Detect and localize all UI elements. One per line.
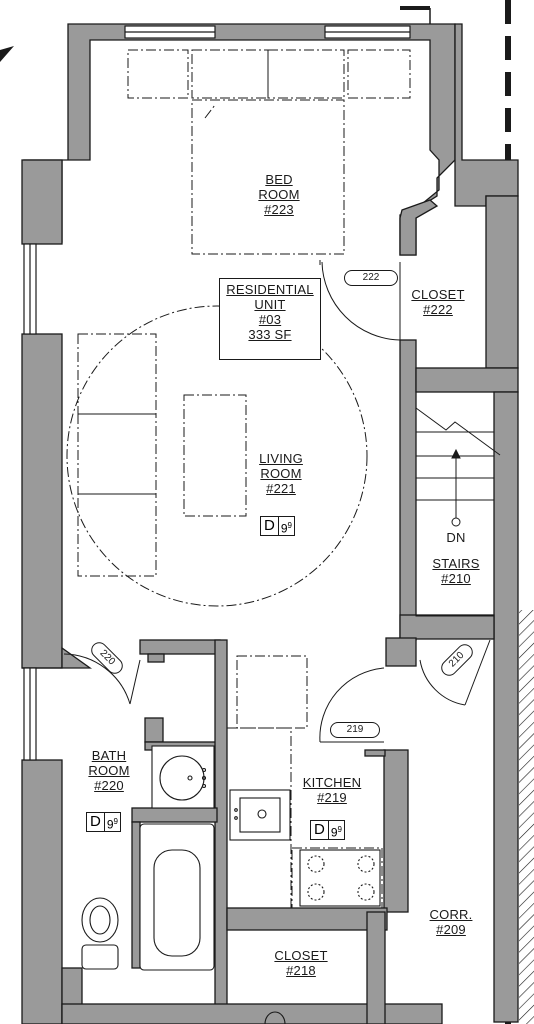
living-name-2: ROOM (260, 466, 302, 481)
label-bath: BATH ROOM #220 (88, 748, 129, 793)
unit-number: #03 (258, 312, 282, 327)
label-stair-direction: DN (446, 530, 465, 545)
finish-tag-living: D 99 (260, 516, 295, 536)
closet-222-number: #222 (423, 302, 453, 317)
furniture (66, 49, 411, 909)
stairs-drawing (415, 391, 501, 617)
finish-code-living: 99 (280, 521, 292, 536)
north-arrow-fragment (0, 46, 14, 62)
bath-number: #220 (94, 778, 124, 793)
closet-218-number: #218 (286, 963, 316, 978)
bedroom-name-2: ROOM (258, 187, 300, 202)
bath-name-2: ROOM (88, 763, 130, 778)
living-number: #221 (266, 481, 296, 496)
label-bedroom: BED ROOM #223 (258, 172, 299, 217)
corridor-name: CORR. (429, 907, 473, 922)
label-kitchen: KITCHEN #219 (303, 775, 361, 805)
door-tag-222: 222 (344, 270, 398, 286)
bath-fixtures (81, 745, 215, 971)
kitchen-name: KITCHEN (302, 775, 362, 790)
closet-222-name: CLOSET (411, 287, 465, 302)
kitchen-fixtures (229, 789, 381, 1024)
finish-code-bath: 99 (106, 817, 118, 832)
label-corridor: CORR. #209 (430, 907, 473, 937)
closet-218-name: CLOSET (274, 948, 328, 963)
label-living: LIVING ROOM #221 (259, 451, 303, 496)
label-unit: RESIDENTIAL UNIT #03 333 SF (226, 282, 313, 342)
finish-code-kitchen: 99 (330, 825, 342, 840)
unit-line-1: RESIDENTIAL (226, 282, 314, 297)
finish-tag-kitchen: D 99 (310, 820, 345, 840)
bedroom-number: #223 (264, 202, 294, 217)
label-closet-218: CLOSET #218 (274, 948, 327, 978)
label-stairs: STAIRS #210 (432, 556, 479, 586)
unit-box: RESIDENTIAL UNIT #03 333 SF (219, 278, 321, 360)
unit-line-2: UNIT (254, 297, 286, 312)
kitchen-number: #219 (317, 790, 347, 805)
stairs-name: STAIRS (432, 556, 480, 571)
finish-letter-bath: D (87, 813, 105, 831)
corridor-number: #209 (436, 922, 466, 937)
stairs-number: #210 (441, 571, 471, 586)
exterior-hatch (519, 610, 534, 1024)
door-tag-219: 219 (330, 722, 380, 738)
walls (21, 23, 519, 1024)
living-name-1: LIVING (259, 451, 303, 466)
left-windows (23, 243, 37, 761)
finish-tag-bath: D 99 (86, 812, 121, 832)
bedroom-name-1: BED (265, 172, 293, 187)
stair-direction-text: DN (446, 530, 466, 545)
label-closet-222: CLOSET #222 (411, 287, 464, 317)
unit-area: 333 SF (248, 327, 292, 342)
finish-letter-kitchen: D (311, 821, 329, 839)
top-windows (124, 25, 411, 39)
bath-name-1: BATH (91, 748, 127, 763)
finish-letter-living: D (261, 517, 279, 535)
